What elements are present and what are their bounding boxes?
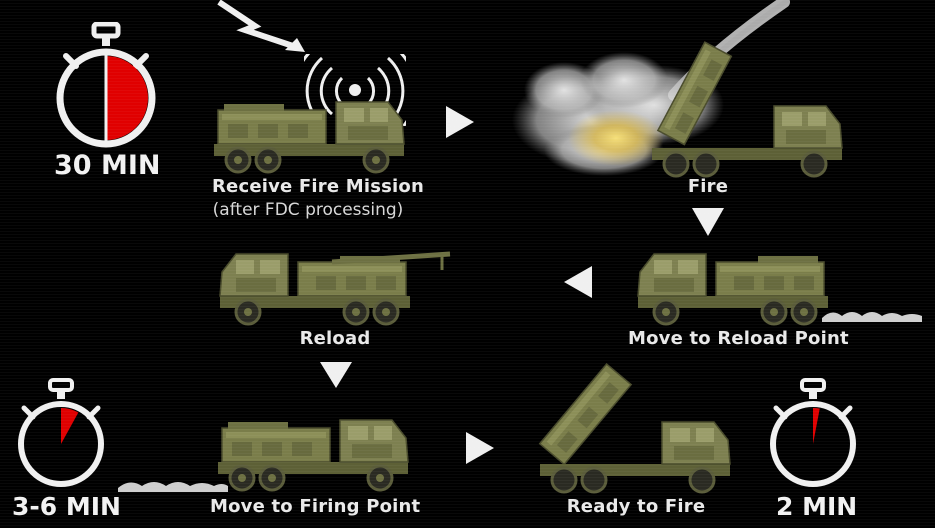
arrow-right-icon [466, 432, 494, 464]
step-title-reload: Reload [299, 328, 371, 349]
stopwatch-icon [770, 378, 856, 487]
dust-trail [822, 312, 922, 322]
dust-trail [118, 482, 228, 492]
step-title-receive-fire-mission: Receive Fire Mission [212, 176, 425, 197]
stopwatch-icon [56, 22, 156, 148]
rocket-launcher-truck-icon [216, 418, 410, 492]
step-title-move-to-reload-point: Move to Reload Point [628, 328, 849, 349]
arrow-left-icon [564, 266, 592, 298]
arrow-down-icon [692, 208, 724, 236]
step-title-move-to-firing-point: Move to Firing Point [210, 496, 421, 517]
timer-label-3-6-min: 3-6 MIN [12, 492, 121, 521]
rocket-launcher-truck-icon [218, 251, 451, 326]
timer-label-2-min: 2 MIN [776, 492, 858, 521]
arrow-right-icon [446, 106, 474, 138]
step-title-fire: Fire [687, 176, 729, 197]
stopwatch-icon [18, 378, 104, 487]
lightning-icon [217, 0, 305, 52]
arrow-down-icon [320, 362, 352, 388]
rocket-launcher-truck-icon [538, 362, 731, 494]
rocket-launcher-truck-icon [212, 100, 406, 174]
step-note-fdc-processing: (after FDC processing) [212, 200, 404, 220]
timer-label-30-min: 30 MIN [54, 150, 161, 181]
rocket-launcher-truck-icon [652, 41, 843, 178]
step-title-ready-to-fire: Ready to Fire [566, 496, 706, 517]
rocket-launcher-truck-icon [636, 252, 830, 326]
